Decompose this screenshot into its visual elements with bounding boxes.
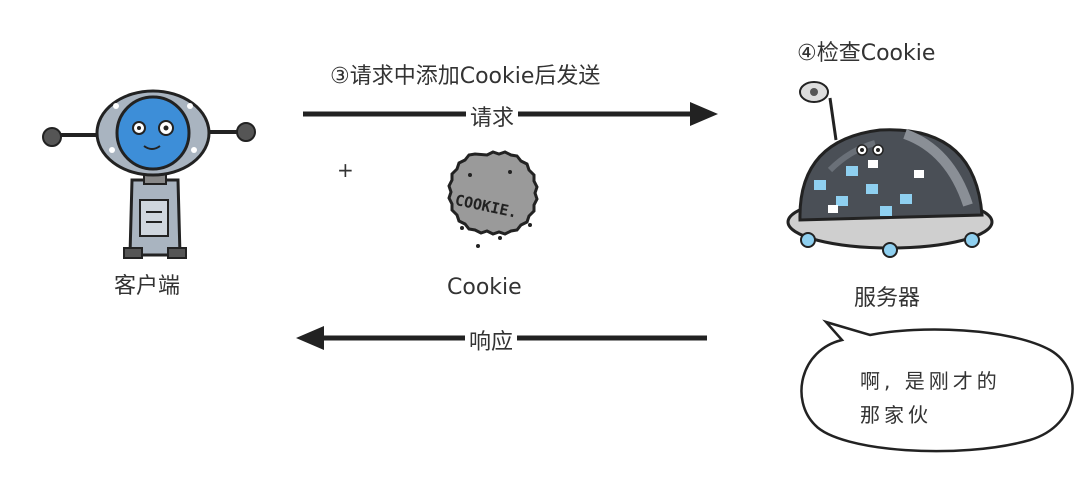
cookie-label: Cookie bbox=[447, 275, 522, 300]
speech-bubble-line-2: 那家伙 bbox=[860, 398, 932, 432]
plus-sign: + bbox=[337, 158, 354, 182]
server-step-label: ④检查Cookie bbox=[797, 35, 935, 67]
client-robot-icon bbox=[43, 91, 255, 258]
server-robot-icon bbox=[788, 82, 992, 257]
client-label: 客户端 bbox=[114, 268, 180, 300]
server-label: 服务器 bbox=[854, 280, 920, 312]
request-arrow-label: 请求 bbox=[466, 100, 518, 132]
speech-bubble-line-1: 啊, 是刚才的 bbox=[860, 364, 1001, 398]
request-step-label: ③请求中添加Cookie后发送 bbox=[330, 58, 600, 90]
cookie-icon: COOKIE. bbox=[449, 152, 537, 248]
response-arrow-label: 响应 bbox=[465, 324, 517, 356]
